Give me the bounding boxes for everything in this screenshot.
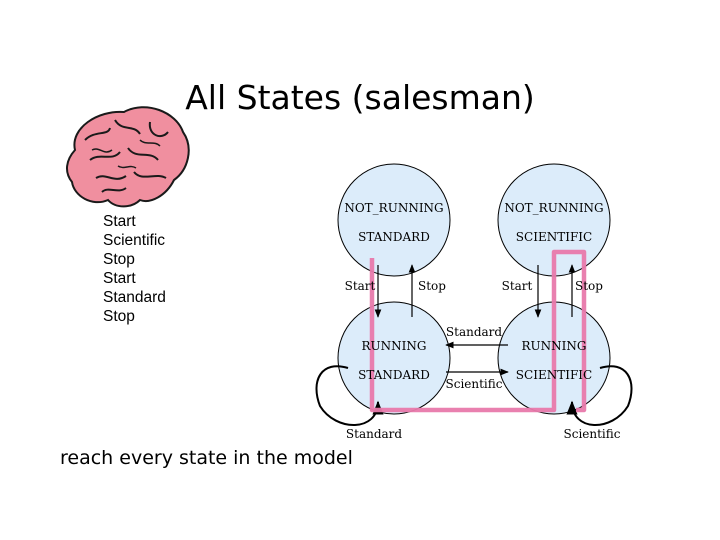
state-label-not-running-standard-2: STANDARD xyxy=(358,230,430,244)
state-label-running-standard-2: STANDARD xyxy=(358,368,430,382)
self-loop-scientific xyxy=(566,365,633,426)
brain-icon xyxy=(66,106,190,208)
transition-label-stop-scientific: Stop xyxy=(575,279,603,293)
self-loop-standard xyxy=(315,365,384,426)
sequence-item: Standard xyxy=(103,289,166,306)
state-not-running-standard xyxy=(337,163,451,277)
self-loop-label-standard: Standard xyxy=(346,427,402,441)
event-sequence: Start Scientific Stop Start Standard Sto… xyxy=(103,212,166,326)
sequence-item: Start xyxy=(103,270,136,287)
highlight-path xyxy=(369,249,587,413)
sequence-item: Stop xyxy=(103,308,135,325)
state-running-standard xyxy=(337,301,451,415)
state-label-not-running-scientific-1: NOT_RUNNING xyxy=(504,201,603,215)
transition-label-to-scientific: Scientific xyxy=(446,377,503,391)
page-title: All States (salesman) xyxy=(185,78,535,117)
transition-label-stop-standard: Stop xyxy=(418,279,446,293)
sequence-item: Scientific xyxy=(103,232,166,249)
self-loop-label-scientific: Scientific xyxy=(564,427,621,441)
sequence-item: Stop xyxy=(103,251,135,268)
state-label-running-scientific-1: RUNNING xyxy=(522,339,587,353)
state-label-not-running-scientific-2: SCIENTIFIC xyxy=(516,230,592,244)
footer-caption: reach every state in the model xyxy=(60,447,353,469)
transition-label-start-standard: Start xyxy=(345,279,376,293)
transition-label-start-scientific: Start xyxy=(502,279,533,293)
transition-label-to-standard: Standard xyxy=(446,325,502,339)
sequence-item: Start xyxy=(103,213,136,230)
state-label-running-standard-1: RUNNING xyxy=(362,339,427,353)
state-label-not-running-standard-1: NOT_RUNNING xyxy=(344,201,443,215)
state-label-running-scientific-2: SCIENTIFIC xyxy=(516,368,592,382)
